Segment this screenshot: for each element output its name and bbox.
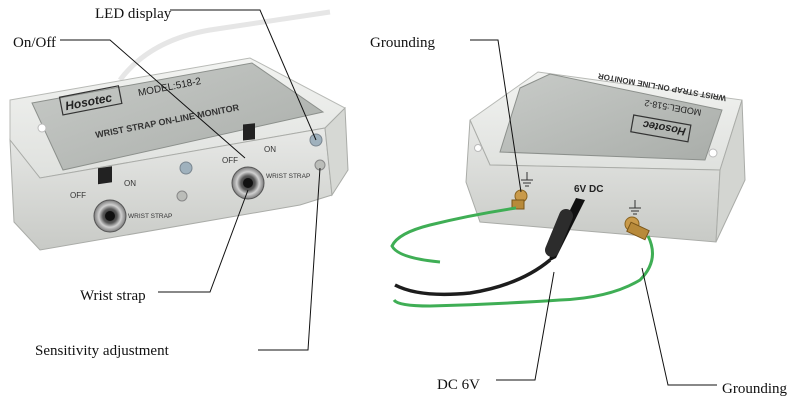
callout-line-grounding-bottom [641, 267, 717, 386]
callout-line-dc6v [496, 271, 555, 381]
callout-line-led [170, 9, 317, 141]
right-device-side [715, 99, 746, 243]
left-device-side [324, 106, 349, 197]
ground-terminal-left[interactable] [511, 189, 528, 210]
right-device: Hosotec MODEL:518-2 WRIST STRAP ON-LINE … [390, 71, 746, 308]
black-wire [394, 258, 552, 297]
callout-sensitivity-adjustment: Sensitivity adjustment [35, 343, 169, 359]
left-wrist-strap-label-2: WRIST STRAP [266, 173, 310, 180]
green-wire-left [390, 206, 517, 264]
right-screw-hole-2 [708, 148, 718, 158]
left-brand-box [58, 85, 123, 116]
left-device-front [9, 127, 333, 251]
callout-lines [60, 9, 717, 386]
left-off-label-1: OFF [70, 191, 86, 200]
right-screw-hole-1 [474, 144, 482, 152]
ground-symbol-right [629, 200, 641, 215]
left-device: Hosotec MODEL:518-2 WRIST STRAP ON-LINE … [9, 9, 349, 251]
left-on-label-1: ON [124, 179, 136, 188]
ground-symbol-left [521, 172, 533, 187]
right-device-label-panel [499, 73, 723, 161]
right-brand-box [630, 114, 692, 143]
callout-on-off: On/Off [13, 35, 57, 51]
left-jack-hole-2 [243, 178, 253, 188]
callout-dc-6v: DC 6V [437, 377, 480, 393]
left-on-label-2: ON [264, 145, 276, 154]
left-off-label-2: OFF [222, 156, 238, 165]
green-wire-right [392, 235, 654, 308]
left-led-1 [179, 161, 193, 175]
ground-terminal-right[interactable] [624, 216, 650, 241]
cable-background [118, 9, 331, 82]
callout-line-sensitivity [258, 167, 321, 351]
dc-plug-body [545, 209, 573, 257]
callout-grounding-bottom: Grounding [722, 381, 787, 397]
callout-led-display: LED display [95, 6, 172, 22]
left-pot-1[interactable] [176, 190, 188, 202]
right-power-switch[interactable] [243, 123, 255, 141]
left-jack-hole-1 [105, 211, 115, 221]
callout-grounding-top: Grounding [370, 35, 435, 51]
callout-wrist-strap: Wrist strap [80, 288, 146, 304]
left-wrist-strap-label-1: WRIST STRAP [128, 213, 172, 220]
callout-line-onoff [60, 39, 246, 159]
left-power-switch[interactable] [98, 166, 112, 185]
callout-line-grounding-top [470, 39, 522, 193]
left-device-label-panel [31, 62, 325, 171]
left-screw-hole [37, 123, 47, 133]
callout-line-wrist [158, 189, 249, 293]
right-panel-6vdc-label: 6V DC [574, 184, 603, 195]
